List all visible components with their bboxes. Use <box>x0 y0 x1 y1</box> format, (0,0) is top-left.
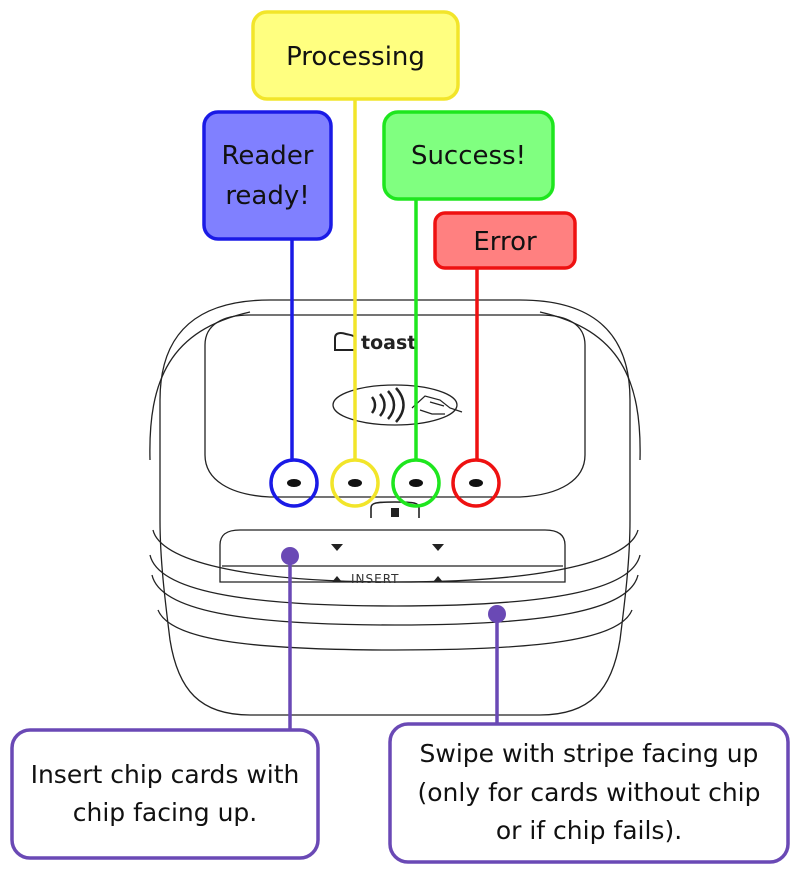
swipe-line3: or if chip fails). <box>496 816 682 845</box>
reader-ready-label-line1: Reader <box>221 141 313 171</box>
device-right-side <box>539 311 641 461</box>
device-outer-shell <box>159 299 631 716</box>
success-label: Success! <box>411 141 526 171</box>
slot-arrows <box>331 544 444 582</box>
device-band-2 <box>149 554 641 607</box>
insert-chip-dot <box>281 547 299 565</box>
insert-label: INSERT <box>351 572 400 586</box>
led-dot-reader-ready <box>287 479 301 487</box>
contactless-icon <box>332 384 463 426</box>
led-dot-success <box>409 479 423 487</box>
card-reader-device <box>149 299 641 716</box>
led-dot-processing <box>348 479 362 487</box>
toast-bread-icon <box>334 332 356 351</box>
led-dot-error <box>469 479 483 487</box>
device-band-4 <box>157 609 633 651</box>
device-band-3 <box>151 574 639 626</box>
error-callout: Error <box>433 211 577 270</box>
swipe-line1: Swipe with stripe facing up <box>420 739 759 768</box>
insert-arrow-left <box>332 576 342 582</box>
processing-callout: Processing <box>251 10 460 101</box>
device-left-side <box>149 311 251 461</box>
insert-chip-callout: Insert chip cards with chip facing up. <box>10 728 320 860</box>
reader-ready-ring <box>269 458 319 508</box>
reader-ready-callout: Reader ready! <box>202 110 333 241</box>
contactless-ellipse <box>332 384 458 426</box>
toast-logo: toast <box>334 332 416 354</box>
reader-ready-label-line2: ready! <box>225 181 309 211</box>
device-band-1 <box>152 529 639 583</box>
card-slot-housing <box>219 529 566 583</box>
swipe-dot <box>488 605 506 623</box>
insert-arrow-right <box>433 576 443 582</box>
insert-chip-line1: Insert chip cards with <box>31 760 300 789</box>
insert-chip-line2: chip facing up. <box>73 798 258 827</box>
swipe-line2: (only for cards without chip <box>418 778 761 807</box>
error-label: Error <box>473 227 537 257</box>
success-callout: Success! <box>382 110 555 201</box>
slot-arrow-left <box>331 544 343 551</box>
hand-card-icon <box>411 395 463 415</box>
slot-arrow-right <box>432 544 444 551</box>
swipe-callout: Swipe with stripe facing up (only for ca… <box>388 722 790 864</box>
led-row <box>287 479 483 487</box>
processing-label: Processing <box>286 42 425 72</box>
toast-brand-text: toast <box>361 332 416 354</box>
